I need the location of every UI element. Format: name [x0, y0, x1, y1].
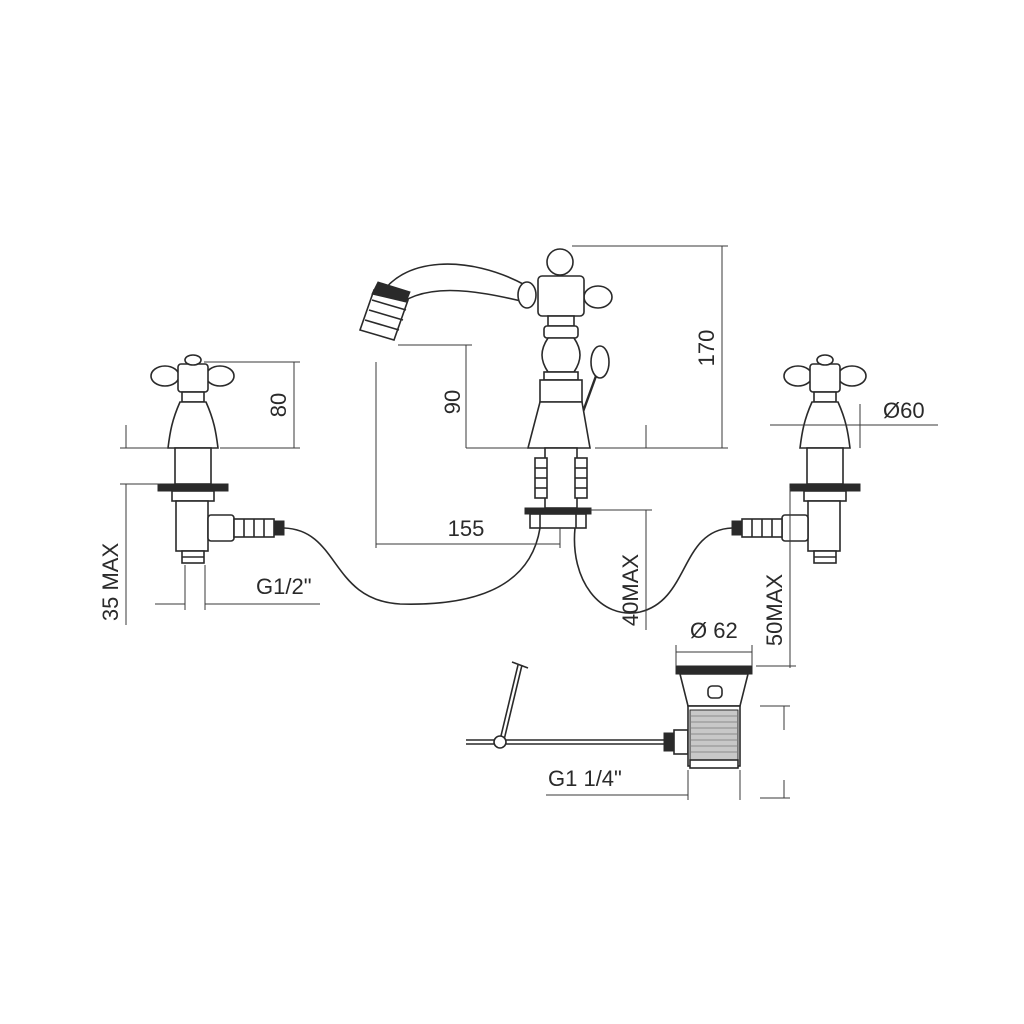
aerator-nozzle	[358, 281, 411, 341]
waste-diameter-label: Ø 62	[690, 618, 738, 643]
dimension-labels: 170 90 155 80 Ø60 35 MAX 40MAX 50MAX G1/…	[98, 330, 925, 791]
right-valve	[731, 354, 867, 564]
dimension-lines	[120, 245, 938, 800]
spout-height-label: 170	[694, 330, 719, 367]
handle-max-thickness-label: 35 MAX	[98, 543, 123, 622]
pop-up-lever	[578, 345, 610, 421]
waste-max-thickness-label: 50MAX	[762, 574, 787, 646]
top-cross-handle-icon	[517, 248, 613, 327]
left-valve	[150, 354, 285, 564]
spout-reach-label: 155	[448, 516, 485, 541]
handle-height-label: 80	[266, 393, 291, 417]
waste-thread-label: G1 1/4"	[548, 766, 622, 791]
spout-rim-height-label: 90	[440, 390, 465, 414]
inlet-thread-label: G1/2"	[256, 574, 312, 599]
handle-diameter-label: Ø60	[883, 398, 925, 423]
waste-assembly	[466, 661, 753, 769]
right-cross-handle-icon	[783, 354, 867, 403]
center-max-thickness-label: 40MAX	[618, 554, 643, 626]
flex-hoses	[283, 527, 733, 614]
left-cross-handle-icon	[150, 354, 235, 403]
central-mixer	[358, 248, 613, 529]
